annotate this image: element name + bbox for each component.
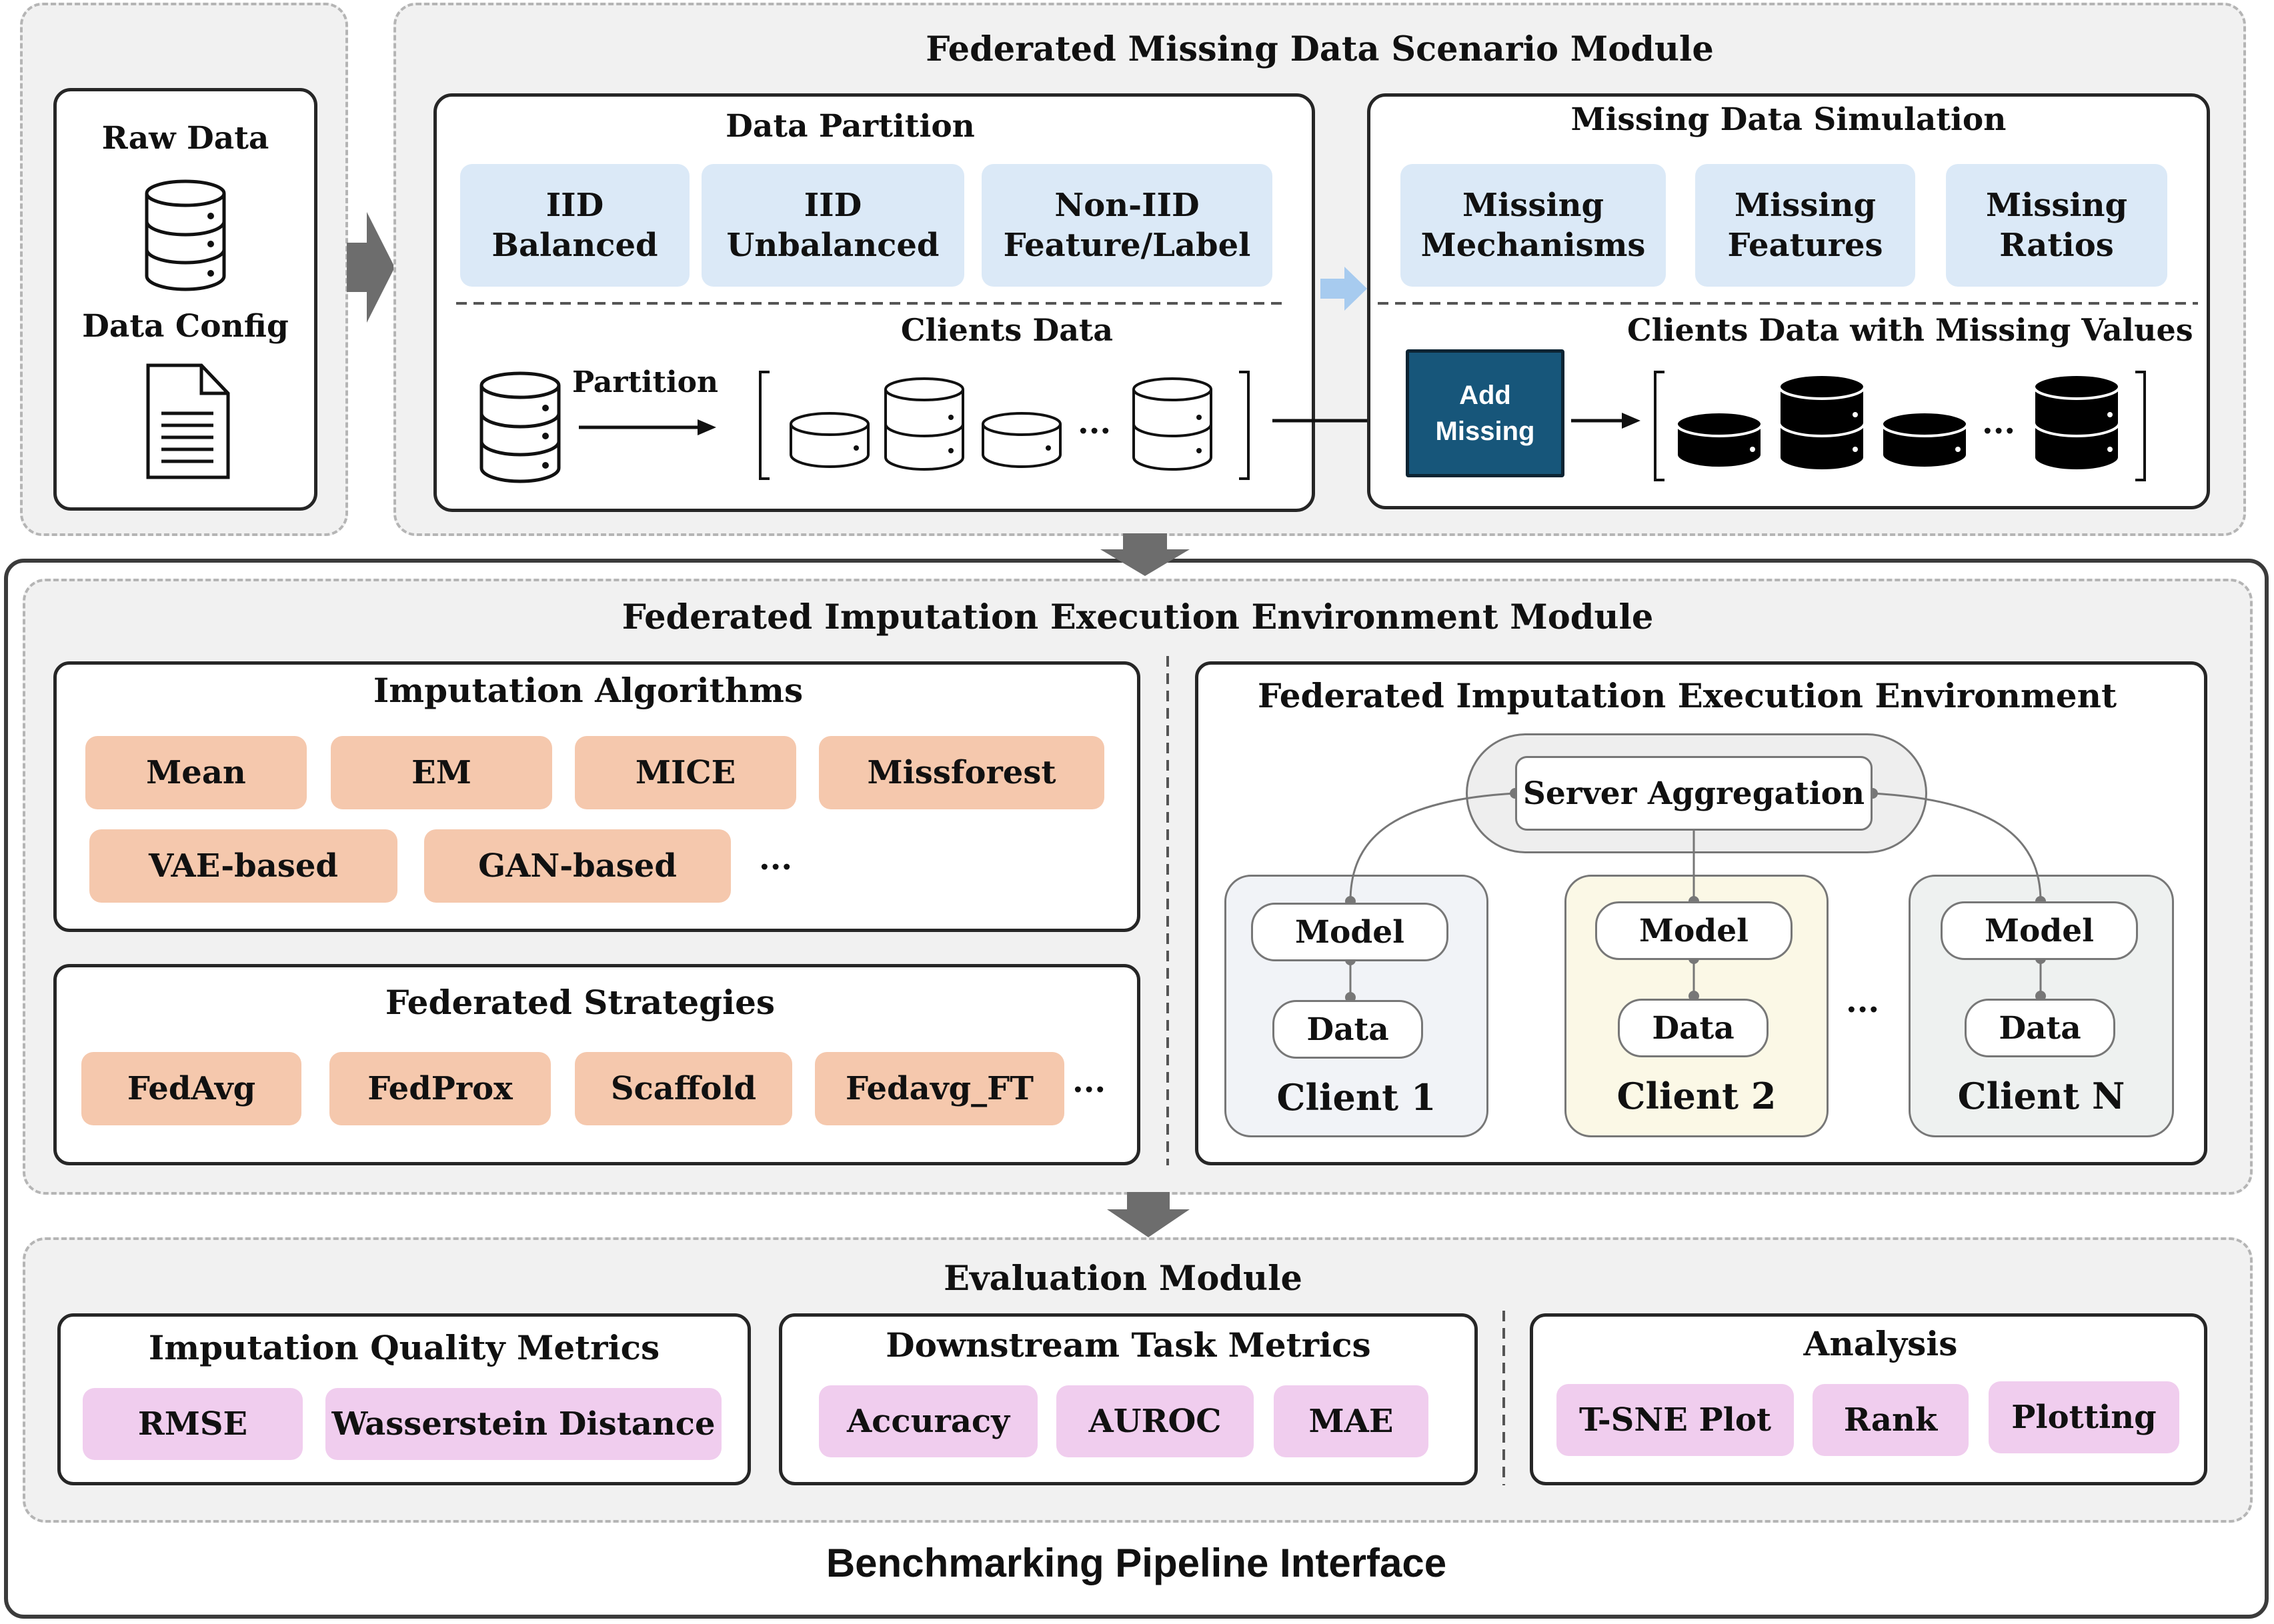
metric-accuracy: Accuracy xyxy=(819,1385,1038,1457)
metric-wasserstein: Wasserstein Distance xyxy=(325,1388,722,1460)
missing-option-ratios: Missing Ratios xyxy=(1946,164,2167,287)
input-box xyxy=(53,88,317,511)
missing-option-features: Missing Features xyxy=(1695,164,1915,287)
strategies-ellipsis: ... xyxy=(1072,1063,1106,1100)
missing-simulation-title: Missing Data Simulation xyxy=(1570,101,2007,138)
clients-env-ellipsis: ... xyxy=(1846,983,1880,1020)
document-icon xyxy=(146,363,230,479)
client-n-model: Model xyxy=(1941,901,2138,960)
analysis-tsne: T-SNE Plot xyxy=(1556,1384,1794,1456)
clients-data-group xyxy=(759,371,1250,480)
client-2-model: Model xyxy=(1595,901,1793,960)
partition-option-non-iid: Non-IID Feature/Label xyxy=(982,164,1272,287)
analysis-rank: Rank xyxy=(1813,1384,1969,1456)
algorithm-vae: VAE-based xyxy=(89,829,397,903)
evaluation-module-title: Evaluation Module xyxy=(944,1259,1302,1299)
federated-strategies-title: Federated Strategies xyxy=(385,983,776,1022)
clients-missing-title: Clients Data with Missing Values xyxy=(1627,312,2193,348)
algorithms-ellipsis: ... xyxy=(759,840,793,877)
downstream-metrics-title: Downstream Task Metrics xyxy=(886,1325,1371,1365)
analysis-plotting: Plotting xyxy=(1989,1381,2179,1453)
benchmarking-interface-title: Benchmarking Pipeline Interface xyxy=(826,1541,1447,1585)
client-2-data: Data xyxy=(1618,999,1769,1057)
missing-option-mechanisms: Missing Mechanisms xyxy=(1400,164,1666,287)
client-1-data: Data xyxy=(1272,1000,1423,1059)
execution-module-title: Federated Imputation Execution Environme… xyxy=(622,597,1654,637)
execution-environment-title: Federated Imputation Execution Environme… xyxy=(1257,676,2117,715)
down-arrow-1 xyxy=(1100,533,1190,576)
imputation-algorithms-title: Imputation Algorithms xyxy=(373,671,804,710)
simulation-arrow xyxy=(1320,267,1367,311)
partition-option-iid-unbalanced: IID Unbalanced xyxy=(702,164,964,287)
clients-ellipsis: ... xyxy=(1078,404,1112,441)
client-1-label: Client 1 xyxy=(1276,1076,1436,1119)
execution-divider xyxy=(1166,656,1169,1165)
algorithm-mice: MICE xyxy=(575,736,796,809)
strategy-fedavg: FedAvg xyxy=(81,1052,301,1125)
metric-mae: MAE xyxy=(1274,1385,1428,1457)
strategy-fedprox: FedProx xyxy=(329,1052,551,1125)
algorithm-gan: GAN-based xyxy=(424,829,731,903)
data-config-label: Data Config xyxy=(82,308,289,345)
add-missing-arrow xyxy=(1571,413,1640,429)
metric-rmse: RMSE xyxy=(83,1388,303,1460)
input-arrow xyxy=(347,212,395,323)
missing-clients-group xyxy=(1654,371,2146,481)
data-partition-title: Data Partition xyxy=(726,108,975,145)
client-2-label: Client 2 xyxy=(1616,1075,1777,1117)
missing-clients-ellipsis: ... xyxy=(1982,404,2016,441)
algorithm-em: EM xyxy=(331,736,552,809)
metric-auroc: AUROC xyxy=(1056,1385,1254,1457)
raw-data-label: Raw Data xyxy=(101,120,269,157)
algorithm-missforest: Missforest xyxy=(819,736,1104,809)
server-aggregation-node: Server Aggregation xyxy=(1515,756,1873,831)
analysis-title: Analysis xyxy=(1803,1324,1958,1363)
client-n-label: Client N xyxy=(1957,1075,2125,1117)
strategy-scaffold: Scaffold xyxy=(575,1052,792,1125)
partition-option-iid-balanced: IID Balanced xyxy=(460,164,690,287)
down-arrow-2 xyxy=(1107,1192,1190,1237)
source-database-icon xyxy=(479,371,561,483)
add-missing-box: Add Missing xyxy=(1406,349,1564,477)
quality-metrics-title: Imputation Quality Metrics xyxy=(148,1328,660,1367)
client-n-data: Data xyxy=(1965,999,2115,1057)
algorithm-mean: Mean xyxy=(85,736,307,809)
client-1-model: Model xyxy=(1251,903,1448,961)
partition-label: Partition xyxy=(572,365,719,399)
evaluation-divider xyxy=(1502,1311,1505,1485)
scenario-module-title: Federated Missing Data Scenario Module xyxy=(926,29,1714,69)
partition-arrow xyxy=(579,419,716,435)
strategy-fedavg-ft: Fedavg_FT xyxy=(815,1052,1064,1125)
database-icon xyxy=(145,179,226,291)
partition-divider xyxy=(456,302,1283,305)
simulation-divider xyxy=(1378,302,2198,305)
clients-data-title: Clients Data xyxy=(900,312,1114,348)
